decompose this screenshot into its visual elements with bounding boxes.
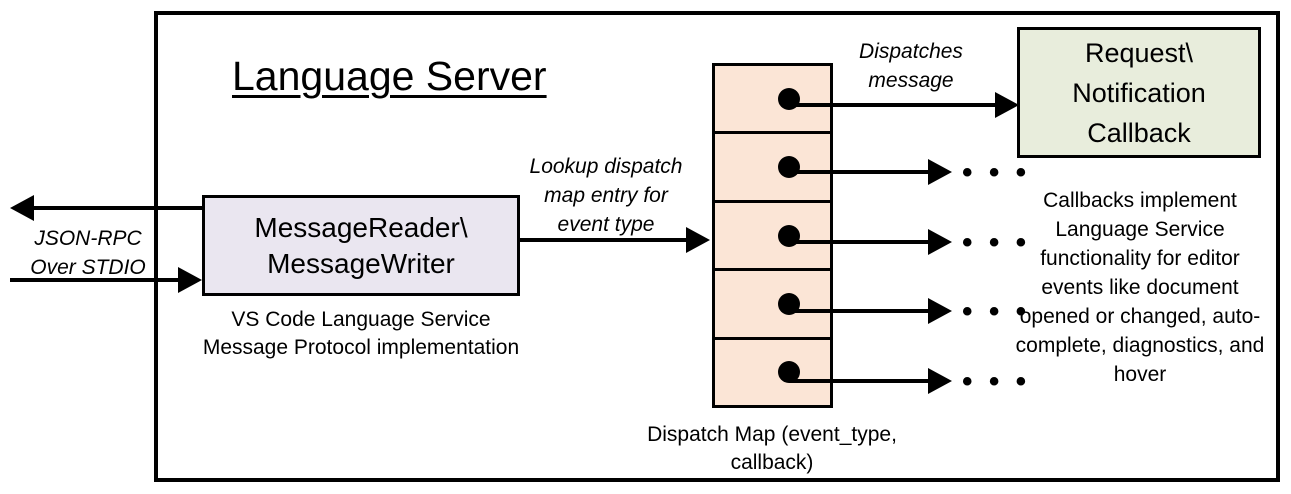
lookup-dispatch-line: [520, 238, 690, 242]
dispatch-map-table[interactable]: [712, 63, 833, 408]
dispatch-row3-arrowhead: [928, 229, 952, 255]
lookup-dispatch-arrowhead: [686, 227, 710, 253]
callback-description: Callbacks implement Language Service fun…: [1015, 189, 1265, 386]
json-rpc-label-line-2: Over STDIO: [30, 256, 146, 279]
message-rw-caption-line-2: Message Protocol implementation: [202, 336, 520, 359]
dispatch-callback-line: [789, 103, 1005, 107]
dispatch-row2-ellipsis: • • •: [962, 156, 1031, 189]
request-notification-callback-node[interactable]: Request\ Notification Callback: [1017, 27, 1261, 158]
dispatch-map-row-1[interactable]: [715, 66, 830, 135]
dispatches-message-edge-label: Dispatches message: [833, 37, 989, 95]
dispatch-map-caption: Dispatch Map (event_type, callback): [637, 421, 907, 477]
dispatch-row3-line: [789, 240, 932, 244]
inbound-io-arrowhead: [178, 267, 202, 293]
language-server-boundary: [154, 11, 1280, 482]
json-rpc-label-line-1: JSON-RPC: [34, 227, 142, 250]
dispatch-map-row-2[interactable]: [715, 134, 830, 203]
dispatch-row5-ellipsis: • • •: [962, 365, 1031, 398]
dispatch-map-row-4[interactable]: [715, 271, 830, 340]
dispatch-map-caption-line-2: (event_type, callback): [730, 423, 897, 474]
message-reader-writer-caption: VS Code Language Service Message Protoco…: [190, 306, 532, 362]
callback-label-line-3: Callback: [1087, 117, 1191, 148]
json-rpc-edge-label: JSON-RPC Over STDIO: [14, 224, 162, 282]
message-writer-label: MessageWriter: [267, 247, 455, 279]
callback-label-line-1: Request\: [1084, 37, 1194, 68]
dispatch-row2-line: [789, 170, 932, 174]
dispatch-row4-arrowhead: [928, 298, 952, 324]
message-reader-writer-node[interactable]: MessageReader\ MessageWriter: [202, 195, 520, 296]
callback-label-line-2: Notification: [1072, 77, 1206, 108]
inbound-io-line: [10, 278, 186, 282]
lookup-dispatch-edge-label: Lookup dispatch map entry for event type: [516, 152, 696, 239]
dispatch-row3-ellipsis: • • •: [962, 226, 1031, 259]
outbound-io-line: [34, 206, 210, 210]
dispatch-row2-arrowhead: [928, 159, 952, 185]
dispatch-map-row-5[interactable]: [715, 339, 830, 406]
dispatch-map-dot: [778, 361, 800, 384]
dispatch-map-row-3[interactable]: [715, 202, 830, 272]
dispatch-map-caption-line-1: Dispatch Map: [647, 423, 776, 446]
dispatch-row5-arrowhead: [928, 368, 952, 394]
message-reader-label: MessageReader\: [254, 211, 468, 243]
dispatches-label-line-2: message: [868, 69, 954, 92]
page-title: Language Server: [232, 53, 547, 99]
message-rw-caption-line-1: VS Code Language Service: [231, 308, 491, 331]
dispatches-label-line-1: Dispatches: [859, 40, 963, 63]
lookup-label-line-3: event type: [557, 213, 655, 236]
lookup-label-line-2: map entry for: [544, 184, 668, 207]
outbound-io-arrowhead: [10, 195, 34, 221]
dispatch-row4-ellipsis: • • •: [962, 295, 1031, 328]
dispatch-row4-line: [789, 309, 932, 313]
dispatch-callback-arrowhead: [995, 92, 1019, 118]
dispatch-row5-line: [789, 379, 932, 383]
lookup-label-line-1: Lookup dispatch: [529, 155, 683, 178]
dispatch-map-dot: [778, 156, 800, 179]
